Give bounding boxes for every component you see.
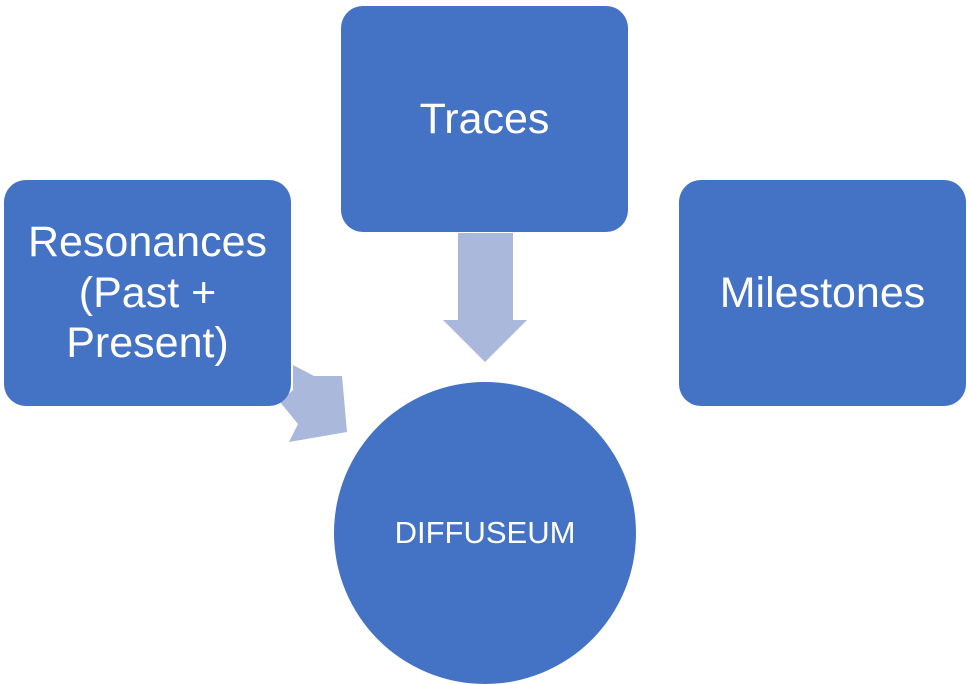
milestones-node: Milestones	[679, 180, 966, 406]
resonances-label: Resonances (Past + Present)	[27, 217, 268, 368]
traces-label: Traces	[419, 94, 550, 143]
traces-node: Traces	[341, 6, 628, 232]
resonances-node: Resonances (Past + Present)	[4, 180, 291, 406]
arrow-resonances-to-diffuseum	[280, 365, 347, 442]
diffuseum-hub: DIFFUSEUM	[334, 382, 636, 684]
arrow-traces-to-diffuseum	[443, 233, 527, 362]
milestones-label: Milestones	[719, 268, 926, 317]
diffuseum-label: DIFFUSEUM	[394, 515, 576, 550]
